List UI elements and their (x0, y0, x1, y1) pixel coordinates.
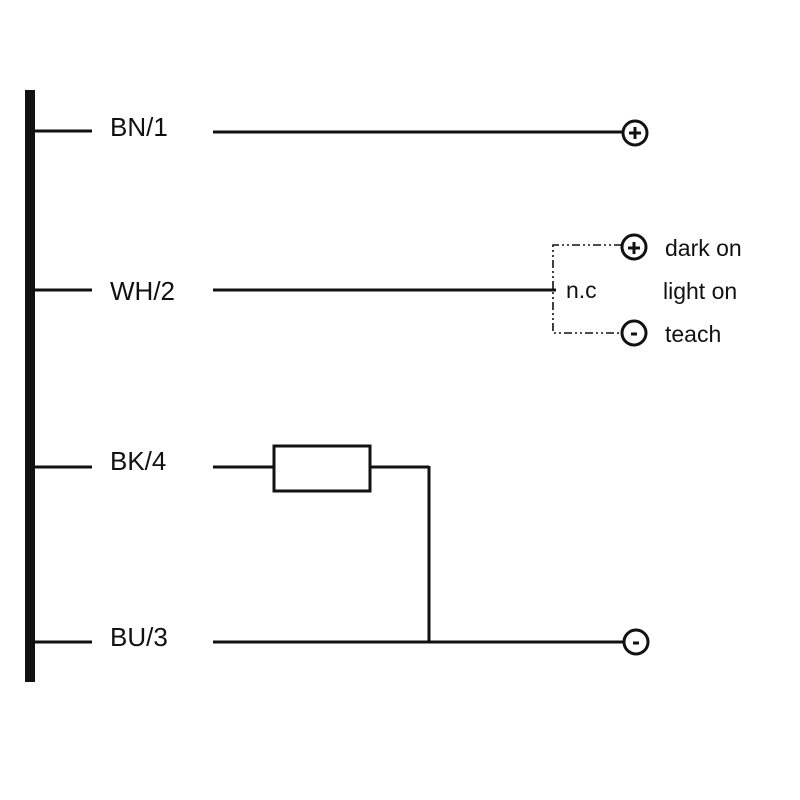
wire-wh2: WH/2 n.c dark on light on teach (35, 233, 742, 347)
nc-label: n.c (566, 277, 597, 303)
wire-label: BU/3 (110, 622, 168, 652)
dark-on-label: dark on (665, 235, 742, 261)
wire-label: BN/1 (110, 112, 168, 142)
wire-bu3: BU/3 (35, 622, 650, 656)
plus-terminal-icon (621, 119, 649, 147)
wire-label: BK/4 (110, 446, 166, 476)
load-resistor (272, 444, 372, 493)
wire-bk4: BK/4 (35, 444, 431, 643)
connector-bar (25, 90, 35, 682)
wire-bn1: BN/1 (35, 112, 649, 147)
minus-terminal-icon (620, 319, 648, 347)
light-on-label: light on (663, 278, 737, 304)
plus-terminal-icon (620, 233, 648, 261)
minus-terminal-icon (622, 628, 650, 656)
teach-label: teach (665, 321, 721, 347)
wire-label: WH/2 (110, 276, 175, 306)
